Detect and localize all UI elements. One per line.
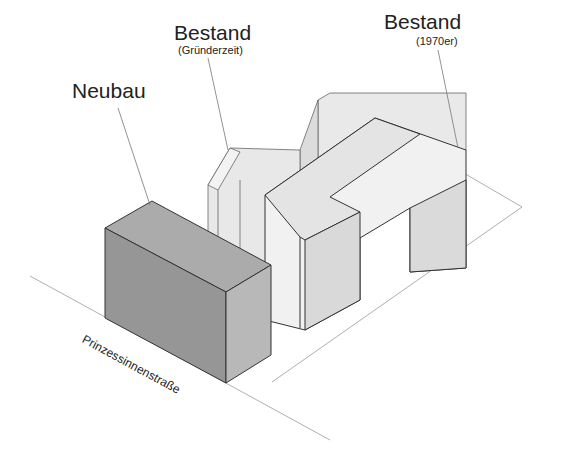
building-label: (1970er)	[416, 36, 458, 47]
leader-line	[438, 50, 458, 148]
wing-front	[265, 118, 466, 330]
leader-lines	[118, 50, 458, 205]
building-label: Bestand	[384, 11, 461, 32]
building-label: Neubau	[72, 80, 146, 101]
facade-edge	[300, 237, 301, 328]
leader-line	[118, 108, 150, 205]
side-face	[226, 265, 271, 383]
building-1970s	[265, 118, 466, 330]
leader-line	[208, 58, 228, 150]
neubau-block	[105, 201, 271, 383]
wing-side	[305, 212, 360, 330]
roof-edge	[208, 148, 240, 190]
building-label: (Gründerzeit)	[178, 45, 243, 56]
wing-side	[410, 180, 466, 272]
building-label: Bestand	[174, 22, 251, 43]
